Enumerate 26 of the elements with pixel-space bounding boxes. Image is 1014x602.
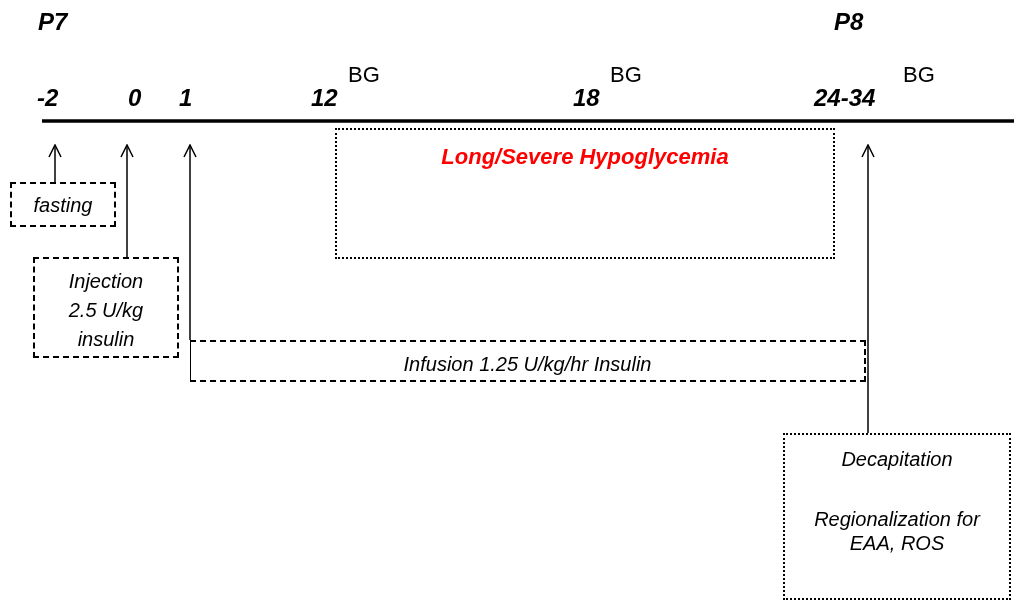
time-label: -2: [37, 84, 59, 112]
note-text: Decapitation: [841, 447, 953, 471]
time-label: 18: [573, 84, 600, 112]
note-text: Injection 2.5 U/kg insulin: [67, 269, 145, 352]
note-box: [783, 433, 1011, 600]
note-text: fasting: [33, 192, 93, 217]
note-box: [33, 257, 179, 358]
time-label: 24-34: [814, 84, 876, 112]
arrow: [48, 144, 62, 183]
arrow: [120, 144, 134, 258]
note-text: Regionalization for EAA, ROS: [813, 507, 982, 555]
period-label: P8: [834, 8, 864, 36]
heading-text: Long/Severe Hypoglycemia: [441, 144, 729, 171]
time-label: 0: [128, 84, 142, 112]
arrow: [861, 144, 875, 434]
time-label: 12: [311, 84, 338, 112]
arrow: [183, 144, 197, 341]
hypoglycemia-box: [335, 128, 835, 259]
period-label: P7: [38, 8, 68, 36]
bg-mark: BG: [610, 62, 642, 88]
bg-mark: BG: [348, 62, 380, 88]
note-box: [10, 182, 116, 227]
time-label: 1: [179, 84, 193, 112]
infusion-band: [190, 340, 866, 382]
note-text: Infusion 1.25 U/kg/hr Insulin: [403, 352, 652, 376]
bg-mark: BG: [903, 62, 935, 88]
